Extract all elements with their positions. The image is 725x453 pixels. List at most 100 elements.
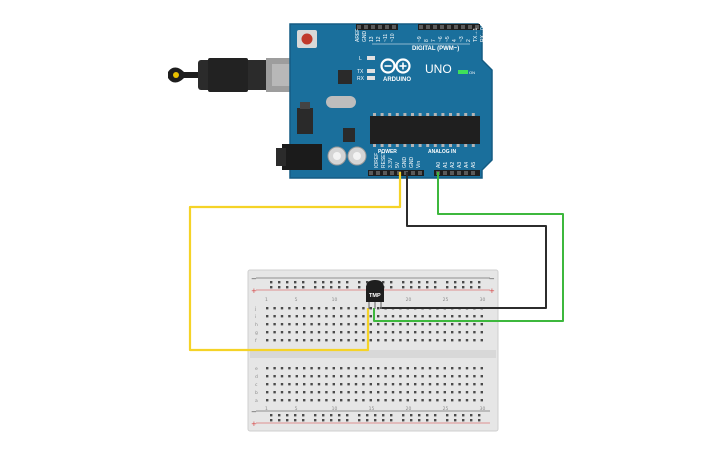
breadboard-hole[interactable] bbox=[288, 331, 291, 334]
rail-hole[interactable] bbox=[286, 286, 289, 289]
rail-hole[interactable] bbox=[314, 286, 317, 289]
rail-hole[interactable] bbox=[454, 414, 457, 417]
breadboard-hole[interactable] bbox=[273, 375, 276, 378]
header-pin[interactable] bbox=[468, 25, 472, 29]
breadboard-hole[interactable] bbox=[280, 339, 284, 342]
rail-hole[interactable] bbox=[286, 414, 289, 417]
usb-cable[interactable] bbox=[168, 58, 306, 92]
breadboard-hole[interactable] bbox=[325, 375, 328, 378]
breadboard-holes[interactable]: 115510101515202025253030 bbox=[265, 281, 485, 422]
breadboard-hole[interactable] bbox=[303, 307, 306, 310]
breadboard-hole[interactable] bbox=[303, 375, 306, 378]
breadboard-hole[interactable] bbox=[288, 367, 291, 370]
breadboard-hole[interactable] bbox=[384, 323, 387, 326]
breadboard-hole[interactable] bbox=[391, 399, 395, 402]
breadboard-hole[interactable] bbox=[458, 391, 461, 394]
breadboard-hole[interactable] bbox=[451, 339, 454, 342]
breadboard-hole[interactable] bbox=[362, 315, 365, 318]
rail-hole[interactable] bbox=[446, 414, 449, 417]
rail-hole[interactable] bbox=[330, 419, 333, 422]
breadboard-hole[interactable] bbox=[421, 339, 424, 342]
breadboard-hole[interactable] bbox=[354, 391, 358, 394]
breadboard-hole[interactable] bbox=[443, 339, 446, 342]
power-pin[interactable] bbox=[411, 171, 415, 175]
breadboard-hole[interactable] bbox=[310, 339, 313, 342]
breadboard-hole[interactable] bbox=[421, 383, 424, 386]
rail-hole[interactable] bbox=[390, 286, 393, 289]
breadboard-hole[interactable] bbox=[280, 323, 284, 326]
rail-hole[interactable] bbox=[410, 281, 413, 284]
breadboard-hole[interactable] bbox=[473, 375, 476, 378]
rail-hole[interactable] bbox=[402, 419, 405, 422]
breadboard-hole[interactable] bbox=[428, 391, 432, 394]
breadboard-hole[interactable] bbox=[362, 399, 365, 402]
header-pin[interactable] bbox=[433, 25, 437, 29]
breadboard-hole[interactable] bbox=[310, 331, 313, 334]
breadboard-hole[interactable] bbox=[384, 383, 387, 386]
breadboard-hole[interactable] bbox=[266, 375, 269, 378]
rail-hole[interactable] bbox=[410, 414, 413, 417]
breadboard-hole[interactable] bbox=[406, 331, 409, 334]
rail-hole[interactable] bbox=[302, 286, 305, 289]
breadboard-hole[interactable] bbox=[295, 383, 298, 386]
breadboard-hole[interactable] bbox=[332, 367, 335, 370]
breadboard-hole[interactable] bbox=[303, 315, 306, 318]
breadboard-hole[interactable] bbox=[273, 323, 276, 326]
breadboard-hole[interactable] bbox=[369, 375, 372, 378]
rail-hole[interactable] bbox=[270, 281, 273, 284]
breadboard-hole[interactable] bbox=[406, 323, 409, 326]
breadboard-hole[interactable] bbox=[451, 391, 454, 394]
breadboard-hole[interactable] bbox=[340, 375, 343, 378]
breadboard-hole[interactable] bbox=[465, 323, 469, 326]
breadboard-hole[interactable] bbox=[317, 399, 321, 402]
breadboard-hole[interactable] bbox=[362, 383, 365, 386]
breadboard-hole[interactable] bbox=[391, 367, 395, 370]
breadboard-hole[interactable] bbox=[399, 315, 402, 318]
breadboard-hole[interactable] bbox=[347, 323, 350, 326]
breadboard-hole[interactable] bbox=[288, 307, 291, 310]
breadboard-hole[interactable] bbox=[340, 383, 343, 386]
breadboard-hole[interactable] bbox=[332, 399, 335, 402]
breadboard-hole[interactable] bbox=[451, 399, 454, 402]
rail-hole[interactable] bbox=[294, 419, 297, 422]
rail-hole[interactable] bbox=[402, 286, 405, 289]
breadboard-hole[interactable] bbox=[347, 367, 350, 370]
breadboard-hole[interactable] bbox=[369, 331, 372, 334]
rail-hole[interactable] bbox=[382, 414, 385, 417]
breadboard-hole[interactable] bbox=[340, 367, 343, 370]
breadboard-hole[interactable] bbox=[391, 339, 395, 342]
breadboard-hole[interactable] bbox=[406, 399, 409, 402]
rail-hole[interactable] bbox=[338, 281, 341, 284]
rail-hole[interactable] bbox=[454, 286, 457, 289]
breadboard-hole[interactable] bbox=[332, 307, 335, 310]
rail-hole[interactable] bbox=[462, 414, 465, 417]
breadboard-hole[interactable] bbox=[303, 323, 306, 326]
header-pin[interactable] bbox=[371, 25, 375, 29]
breadboard-hole[interactable] bbox=[391, 383, 395, 386]
rail-hole[interactable] bbox=[462, 419, 465, 422]
wire-5v[interactable] bbox=[188, 172, 402, 352]
rail-hole[interactable] bbox=[390, 281, 393, 284]
breadboard-hole[interactable] bbox=[295, 339, 298, 342]
breadboard-hole[interactable] bbox=[332, 331, 335, 334]
breadboard-hole[interactable] bbox=[384, 375, 387, 378]
rail-hole[interactable] bbox=[294, 281, 297, 284]
rail-hole[interactable] bbox=[410, 286, 413, 289]
rail-hole[interactable] bbox=[278, 414, 281, 417]
breadboard-hole[interactable] bbox=[266, 383, 269, 386]
breadboard-hole[interactable] bbox=[362, 339, 365, 342]
breadboard-hole[interactable] bbox=[325, 323, 328, 326]
breadboard-hole[interactable] bbox=[317, 331, 321, 334]
breadboard-hole[interactable] bbox=[414, 367, 417, 370]
breadboard-hole[interactable] bbox=[458, 315, 461, 318]
breadboard-hole[interactable] bbox=[406, 367, 409, 370]
breadboard-hole[interactable] bbox=[428, 315, 432, 318]
wire-signal-a0[interactable] bbox=[373, 172, 564, 322]
breadboard-hole[interactable] bbox=[332, 315, 335, 318]
breadboard-hole[interactable] bbox=[266, 307, 269, 310]
rail-hole[interactable] bbox=[446, 281, 449, 284]
breadboard-hole[interactable] bbox=[303, 391, 306, 394]
breadboard-hole[interactable] bbox=[458, 375, 461, 378]
rail-hole[interactable] bbox=[322, 419, 325, 422]
breadboard-hole[interactable] bbox=[362, 391, 365, 394]
